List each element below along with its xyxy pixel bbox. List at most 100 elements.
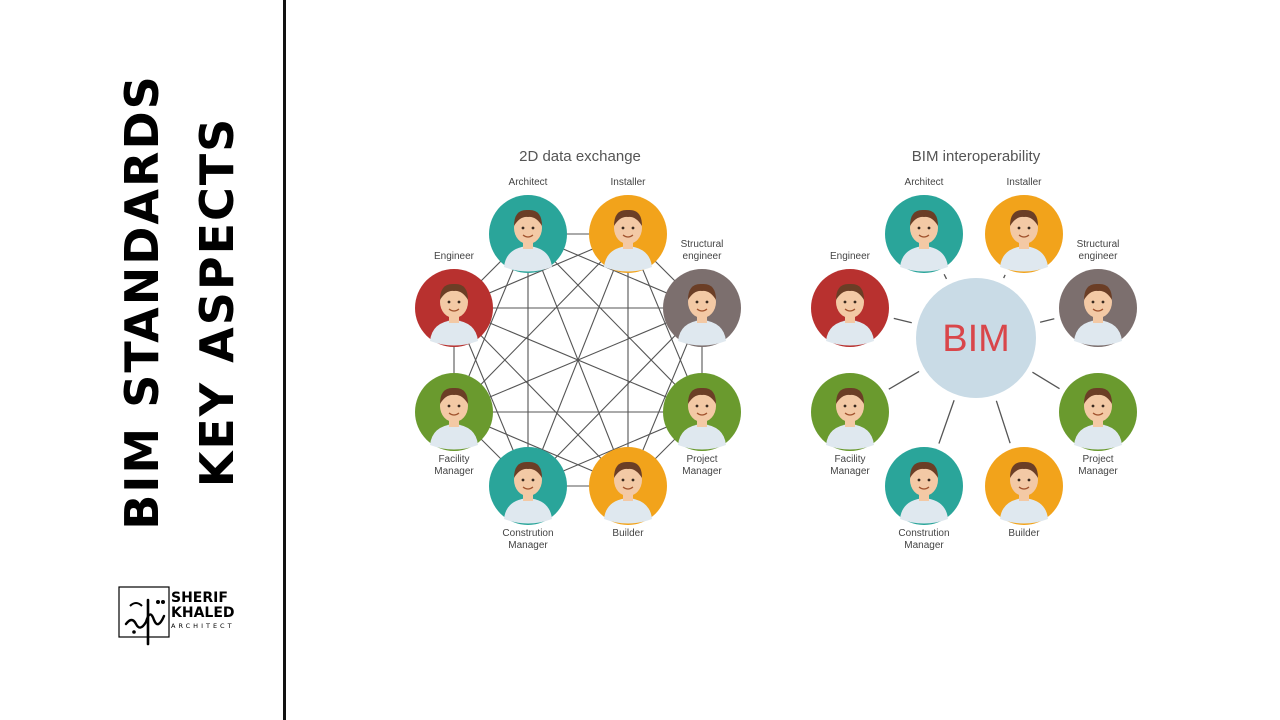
person-head xyxy=(688,286,716,318)
person-head xyxy=(440,286,468,318)
person-eye xyxy=(695,404,699,408)
person-neck xyxy=(1093,418,1103,427)
label-engineer: Engineer xyxy=(433,251,475,262)
slide-title-line-1: BIM STANDARDS xyxy=(115,74,169,530)
avatar-builder xyxy=(589,447,667,525)
connection-line xyxy=(453,233,629,413)
label-engineer: Engineer xyxy=(829,251,871,262)
person-eye xyxy=(1027,226,1031,230)
person-hair xyxy=(1084,387,1112,404)
person-neck xyxy=(523,492,533,501)
avatar-facility-manager xyxy=(811,373,889,451)
person-eye xyxy=(521,226,525,230)
person-eye xyxy=(1101,404,1105,408)
person-hair xyxy=(514,209,542,226)
sherif-khaled-logo: SHERIF KHALED ARCHITECT xyxy=(118,586,240,648)
person-shirt xyxy=(1074,424,1122,450)
person-smile xyxy=(844,412,856,416)
person-hair xyxy=(910,461,938,478)
slide-title-line-2: KEY ASPECTS xyxy=(190,116,244,488)
person-hair xyxy=(1010,461,1038,478)
person-hair xyxy=(688,283,716,300)
person-head xyxy=(1010,464,1038,496)
logo-name-line-1: SHERIF xyxy=(171,590,228,606)
person-eye xyxy=(1091,404,1095,408)
person-smile xyxy=(918,234,930,238)
person-head xyxy=(614,212,642,244)
person-neck xyxy=(845,314,855,323)
person-head xyxy=(614,464,642,496)
person-smile xyxy=(696,412,708,416)
label-installer: Installer xyxy=(1006,177,1042,188)
person-smile xyxy=(622,486,634,490)
person-head xyxy=(514,464,542,496)
spoke-line xyxy=(1003,274,1006,279)
person-eye xyxy=(843,404,847,408)
avatar-project-manager xyxy=(1059,373,1137,451)
diagram-canvas: BIM xyxy=(415,195,1137,525)
person-eye xyxy=(853,300,857,304)
person-eye xyxy=(447,404,451,408)
vertical-divider xyxy=(283,0,286,720)
person-eye xyxy=(1091,300,1095,304)
panel-1-title: 2D data exchange xyxy=(519,148,641,165)
title-panel: BIM STANDARDS KEY ASPECTS SHERIF KHALED … xyxy=(0,0,284,720)
person-shirt xyxy=(604,498,652,524)
person-smile xyxy=(448,412,460,416)
person-shirt xyxy=(900,246,948,272)
person-eye xyxy=(1017,478,1021,482)
avatar-constrution-manager xyxy=(489,447,567,525)
person-eye xyxy=(1017,226,1021,230)
person-head xyxy=(836,390,864,422)
person-head xyxy=(688,390,716,422)
person-head xyxy=(1084,390,1112,422)
avatar-structural-engineer xyxy=(1059,269,1137,347)
person-eye xyxy=(1027,478,1031,482)
person-head xyxy=(440,390,468,422)
person-smile xyxy=(522,486,534,490)
person-head xyxy=(1084,286,1112,318)
person-shirt xyxy=(900,498,948,524)
person-eye xyxy=(447,300,451,304)
person-smile xyxy=(1092,308,1104,312)
person-smile xyxy=(1018,486,1030,490)
spoke-line xyxy=(888,370,920,390)
avatar-installer xyxy=(589,195,667,273)
person-eye xyxy=(631,226,635,230)
avatar-facility-manager xyxy=(415,373,493,451)
person-eye xyxy=(927,226,931,230)
person-neck xyxy=(523,240,533,249)
person-neck xyxy=(1019,492,1029,501)
person-eye xyxy=(531,478,535,482)
person-neck xyxy=(1019,240,1029,249)
label-builder: Builder xyxy=(1008,528,1040,539)
person-neck xyxy=(449,314,459,323)
spoke-line xyxy=(943,273,948,280)
avatar-architect xyxy=(885,195,963,273)
person-head xyxy=(1010,212,1038,244)
person-head xyxy=(910,212,938,244)
connection-line xyxy=(453,307,703,413)
person-shirt xyxy=(826,424,874,450)
person-eye xyxy=(843,300,847,304)
spoke-line xyxy=(1039,318,1055,323)
person-shirt xyxy=(826,320,874,346)
person-neck xyxy=(623,240,633,249)
arabic-calligraphy-mark xyxy=(118,586,170,646)
person-eye xyxy=(705,300,709,304)
person-neck xyxy=(1093,314,1103,323)
person-hair xyxy=(514,461,542,478)
avatar-engineer xyxy=(811,269,889,347)
label-architect: Architect xyxy=(508,177,548,188)
avatar-builder xyxy=(985,447,1063,525)
person-hair xyxy=(1010,209,1038,226)
panel-1-connection-lines xyxy=(453,233,703,487)
person-eye xyxy=(631,478,635,482)
spoke-line xyxy=(938,400,955,444)
person-smile xyxy=(1018,234,1030,238)
